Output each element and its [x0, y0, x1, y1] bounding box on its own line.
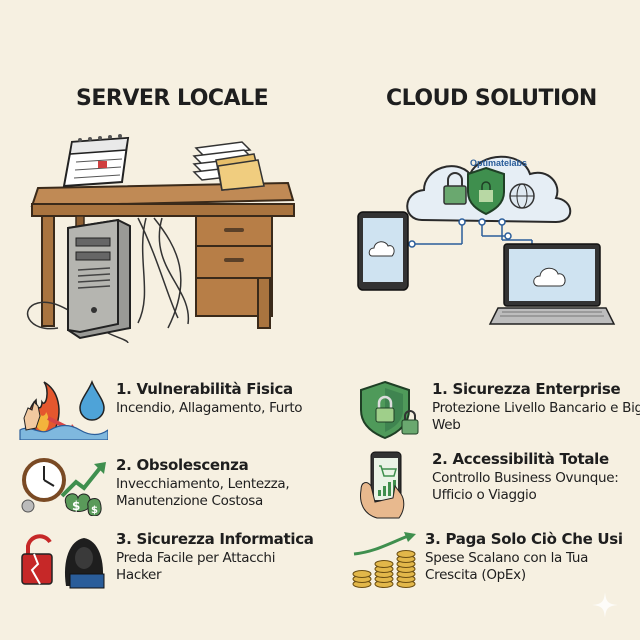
desk-server-illustration — [26, 134, 295, 344]
shield-icon — [467, 166, 505, 216]
item-description: Incendio, Allagamento, Furto — [116, 400, 303, 416]
broken-lock-hacker-icon — [21, 534, 105, 589]
item-title: 2. Obsolescenza — [116, 456, 249, 474]
item-title: 3. Paga Solo Ciò Che Usi — [425, 530, 623, 548]
fire-water-icon — [19, 380, 108, 440]
item-description: Preda Facile per Attacchi Hacker — [116, 550, 276, 583]
folder-icon — [192, 141, 265, 191]
item-description: Spese Scalano con la Tua Crescita (OpEx) — [425, 550, 589, 583]
right-column-title: CLOUD SOLUTION — [386, 86, 597, 111]
sparkle-icon — [592, 592, 618, 618]
laptop-icon — [488, 243, 616, 325]
svg-text:$: $ — [91, 505, 98, 516]
coins-growth-icon — [352, 532, 416, 588]
item-title: 1. Vulnerabilità Fisica — [116, 380, 293, 398]
svg-text:$: $ — [72, 499, 80, 513]
globe-icon — [509, 183, 535, 209]
item-description: Controllo Business Ovunque: Ufficio o Vi… — [432, 470, 619, 503]
calendar-icon — [62, 134, 130, 188]
clock-money-icon: $ $ — [21, 458, 106, 516]
shield-lock-icon — [360, 380, 419, 440]
lock-icon — [443, 172, 467, 205]
left-column-title: SERVER LOCALE — [76, 86, 269, 111]
item-description: Protezione Livello Bancario e Big Web — [432, 400, 640, 433]
item-title: 1. Sicurezza Enterprise — [432, 380, 621, 398]
brand-label: Optimatelabs — [470, 158, 527, 168]
cloud-devices-illustration: Optimatelabs — [357, 155, 616, 325]
item-description: Invecchiamento, Lentezza, Manutenzione C… — [116, 476, 290, 509]
server-tower-icon — [67, 218, 131, 340]
tablet-icon — [357, 211, 409, 291]
smartphone-cart-icon — [360, 451, 405, 519]
item-title: 2. Accessibilità Totale — [432, 450, 609, 468]
item-title: 3. Sicurezza Informatica — [116, 530, 314, 548]
